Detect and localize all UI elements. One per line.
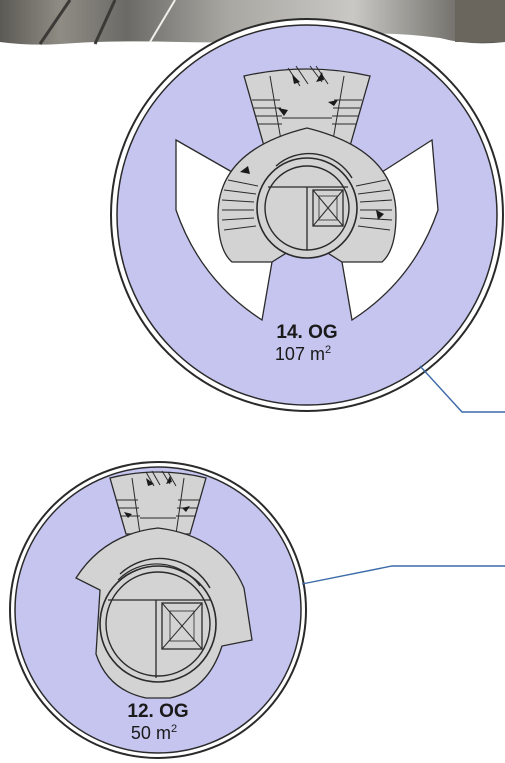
floor-12-top-stair [109, 471, 207, 535]
floor-14-leader-line [419, 365, 505, 413]
floor-12-area: 50 m2 [131, 723, 177, 743]
floor-14-elevator-icon [312, 189, 344, 227]
floor-12-leader-line [301, 565, 505, 585]
floor-12-elevator-icon [161, 602, 203, 650]
floor-14-area: 107 m2 [275, 344, 331, 364]
floor-14-top-stair [243, 68, 371, 147]
floor-12-plan: 12. OG 50 m2 [9, 461, 505, 759]
floor-14-plan: 14. OG 107 m2 [110, 18, 505, 413]
floor-12-name: 12. OG [127, 701, 188, 722]
photo-strip [0, 0, 505, 45]
floor-14-name: 14. OG [276, 322, 337, 343]
